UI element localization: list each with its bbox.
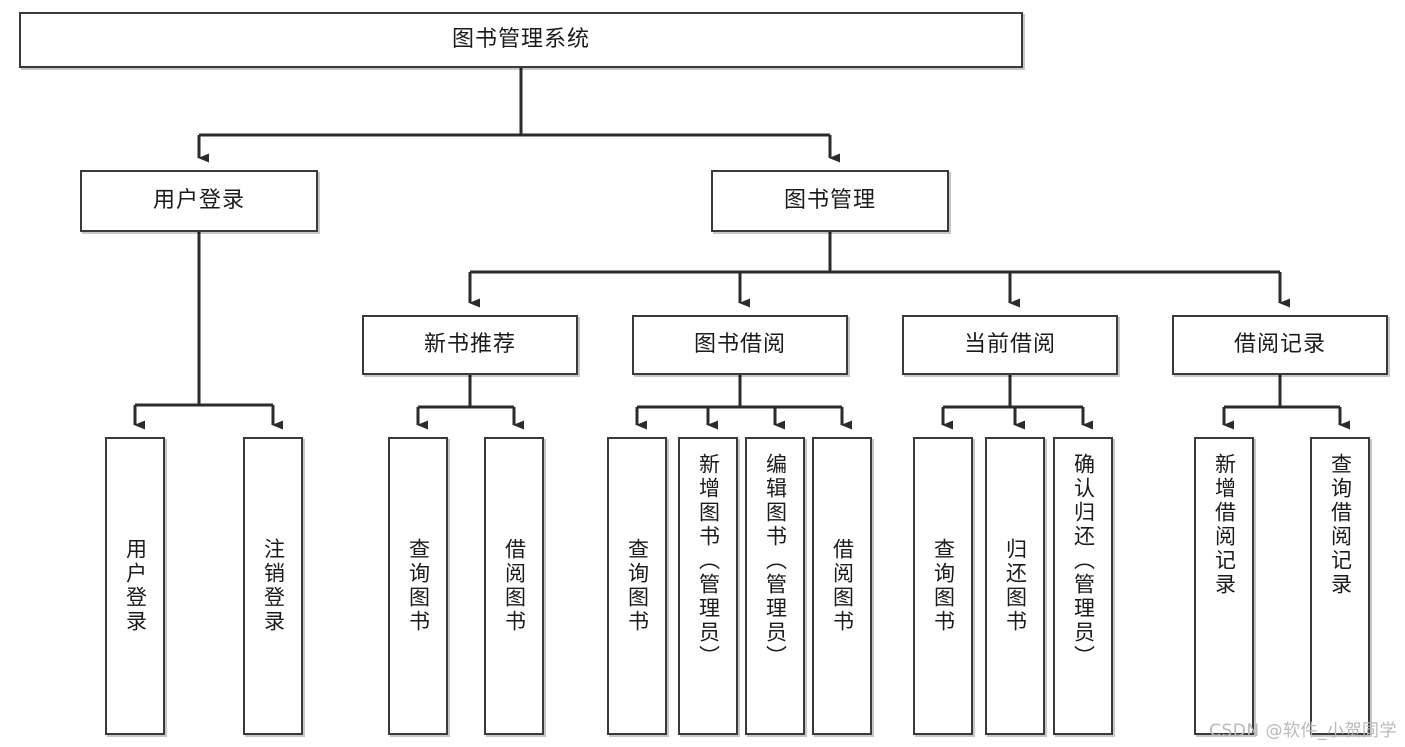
node-level2-1[interactable]: 图书管理 bbox=[711, 170, 949, 232]
node-leaf-7[interactable]: 借阅图书 bbox=[812, 437, 872, 735]
node-leaf-11[interactable]: 新增借阅记录 bbox=[1194, 437, 1254, 735]
node-label: 查询图书 bbox=[406, 538, 431, 634]
node-label: 新增借阅记录 bbox=[1212, 453, 1237, 597]
node-root[interactable]: 图书管理系统 bbox=[19, 12, 1023, 68]
node-label: 确认归还（管理员） bbox=[1071, 453, 1096, 669]
node-label: 用户登录 bbox=[152, 188, 245, 214]
node-label: 图书管理 bbox=[783, 188, 876, 214]
node-label: 查询图书 bbox=[625, 538, 650, 634]
node-leaf-2[interactable]: 查询图书 bbox=[388, 437, 448, 735]
node-level3-1[interactable]: 图书借阅 bbox=[632, 315, 848, 375]
node-label: 借阅图书 bbox=[502, 538, 527, 634]
node-leaf-1[interactable]: 注销登录 bbox=[243, 437, 303, 735]
watermark: CSDN @软件_小贺同学 bbox=[1209, 721, 1397, 741]
node-label: 用户登录 bbox=[123, 538, 148, 634]
node-label: 新增图书（管理员） bbox=[696, 453, 721, 669]
node-level3-0[interactable]: 新书推荐 bbox=[362, 315, 578, 375]
node-label: 图书管理系统 bbox=[451, 27, 590, 53]
node-label: 借阅记录 bbox=[1233, 332, 1326, 358]
node-level2-0[interactable]: 用户登录 bbox=[80, 170, 318, 232]
node-leaf-9[interactable]: 归还图书 bbox=[985, 437, 1045, 735]
node-leaf-6[interactable]: 编辑图书（管理员） bbox=[745, 437, 805, 735]
node-level3-2[interactable]: 当前借阅 bbox=[902, 315, 1118, 375]
node-level3-3[interactable]: 借阅记录 bbox=[1172, 315, 1388, 375]
node-leaf-12[interactable]: 查询借阅记录 bbox=[1310, 437, 1370, 735]
node-leaf-3[interactable]: 借阅图书 bbox=[484, 437, 544, 735]
node-label: 查询借阅记录 bbox=[1328, 453, 1353, 597]
node-label: 归还图书 bbox=[1003, 538, 1028, 634]
node-label: 新书推荐 bbox=[423, 332, 516, 358]
node-leaf-4[interactable]: 查询图书 bbox=[607, 437, 667, 735]
node-label: 借阅图书 bbox=[830, 538, 855, 634]
node-label: 注销登录 bbox=[261, 538, 286, 634]
node-leaf-8[interactable]: 查询图书 bbox=[913, 437, 973, 735]
node-leaf-5[interactable]: 新增图书（管理员） bbox=[678, 437, 738, 735]
node-leaf-0[interactable]: 用户登录 bbox=[105, 437, 165, 735]
node-label: 图书借阅 bbox=[693, 332, 786, 358]
node-label: 编辑图书（管理员） bbox=[763, 453, 788, 669]
node-leaf-10[interactable]: 确认归还（管理员） bbox=[1053, 437, 1113, 735]
node-label: 查询图书 bbox=[931, 538, 956, 634]
node-label: 当前借阅 bbox=[963, 332, 1056, 358]
